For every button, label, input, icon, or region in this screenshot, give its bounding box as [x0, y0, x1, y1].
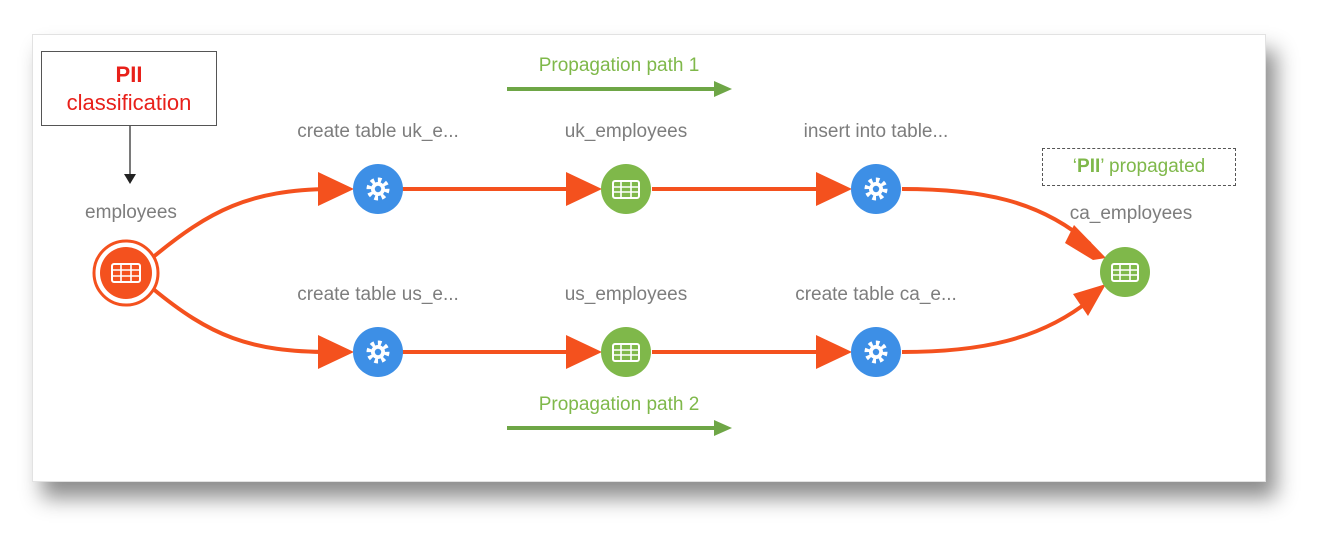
- arrowhead: [318, 335, 354, 369]
- arrowhead: [1073, 284, 1106, 316]
- arrowhead: [816, 172, 852, 206]
- arrowhead: [318, 172, 354, 206]
- propagation-path-1-arrow: [507, 81, 732, 97]
- pii-propagated-callout: ‘PII’ propagated: [1042, 148, 1236, 186]
- node-employees[interactable]: [92, 239, 160, 307]
- edge-create-ca-to-ca-employees: [901, 298, 1092, 354]
- pii-propagated-strong: PII: [1077, 156, 1101, 177]
- gear-icon: [864, 177, 888, 201]
- node-create-table-ca[interactable]: [851, 327, 901, 377]
- edge-insert-to-ca-employees: [901, 187, 1092, 246]
- pii-label: PII: [115, 62, 143, 87]
- gear-icon: [366, 340, 390, 364]
- node-us-employees[interactable]: [601, 327, 651, 377]
- node-label-create-uk: create table uk_e...: [297, 121, 459, 142]
- pii-classification-callout: PII classification: [41, 51, 217, 126]
- gear-icon: [864, 340, 888, 364]
- edge-employees-to-create-uk: [150, 187, 331, 260]
- node-label-us-employees: us_employees: [565, 284, 688, 305]
- classification-label: classification: [66, 90, 192, 115]
- propagation-path-2-arrow: [507, 420, 732, 436]
- arrowhead: [566, 335, 602, 369]
- lineage-canvas: [32, 34, 1266, 482]
- arrowhead: [1065, 225, 1106, 260]
- table-icon: [1111, 263, 1139, 282]
- edge-employees-to-create-us: [150, 286, 331, 354]
- node-ca-employees[interactable]: [1100, 247, 1150, 297]
- node-create-table-uk[interactable]: [353, 164, 403, 214]
- arrowhead: [816, 335, 852, 369]
- classification-arrow: [124, 126, 136, 184]
- table-icon: [111, 263, 141, 283]
- gear-icon: [366, 177, 390, 201]
- node-label-create-us: create table us_e...: [297, 284, 459, 305]
- node-create-table-us[interactable]: [353, 327, 403, 377]
- lineage-edges: [150, 187, 1092, 354]
- table-icon: [612, 180, 640, 199]
- node-label-employees: employees: [85, 202, 177, 223]
- table-icon: [612, 343, 640, 362]
- node-label-create-ca: create table ca_e...: [795, 284, 957, 305]
- propagation-path-2-label: Propagation path 2: [539, 394, 700, 415]
- propagation-path-1-label: Propagation path 1: [539, 55, 700, 76]
- open-quote: ‘: [1072, 156, 1078, 177]
- arrowhead: [566, 172, 602, 206]
- pii-propagated-text: ’ propagated: [1100, 156, 1206, 177]
- edge-arrowheads: [318, 172, 1106, 369]
- node-insert-into-table[interactable]: [851, 164, 901, 214]
- node-label-insert-into: insert into table...: [804, 121, 949, 142]
- node-label-ca-employees: ca_employees: [1070, 203, 1193, 224]
- node-label-uk-employees: uk_employees: [565, 121, 688, 142]
- node-uk-employees[interactable]: [601, 164, 651, 214]
